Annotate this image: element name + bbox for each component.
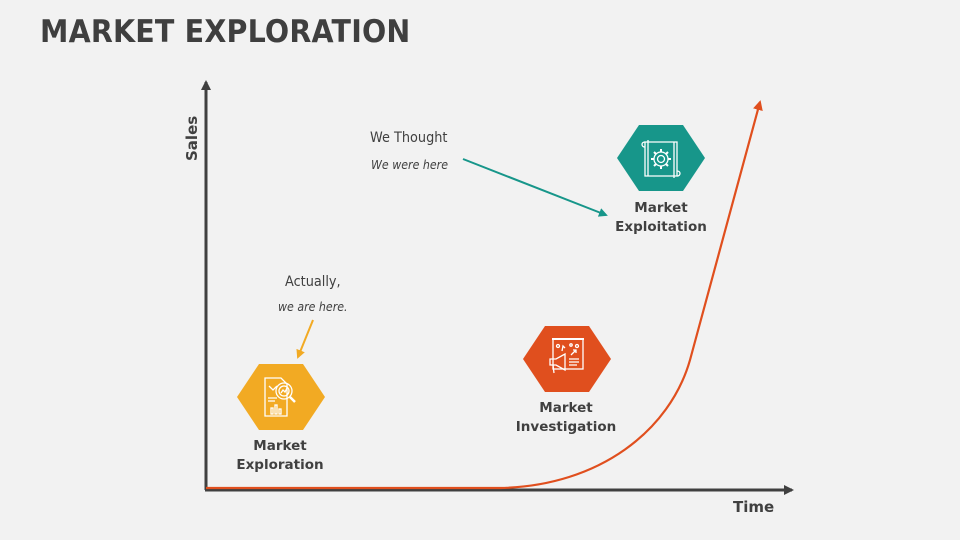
actual-note-sub: we are here. bbox=[278, 300, 348, 314]
growth-curve bbox=[206, 100, 763, 490]
page-title: MARKET EXPLORATION bbox=[40, 14, 411, 50]
investigation-label: Market Investigation bbox=[515, 400, 617, 435]
magnifier-report-icon bbox=[264, 377, 296, 417]
x-axis-label: Time bbox=[733, 498, 775, 516]
thought-arrow bbox=[462, 158, 608, 217]
thought-note-sub: We were here bbox=[371, 158, 449, 172]
gear-blueprint-icon bbox=[641, 140, 681, 178]
actual-arrow bbox=[296, 319, 314, 359]
thought-note-title: We Thought bbox=[370, 130, 448, 146]
exploitation-hexagon bbox=[617, 125, 705, 191]
y-axis-label: Sales bbox=[183, 115, 201, 161]
investigation-hexagon bbox=[523, 326, 611, 392]
exploration-label: Market Exploration bbox=[236, 438, 324, 473]
exploitation-label: Market Exploitation bbox=[615, 200, 707, 235]
megaphone-strategy-board-icon bbox=[549, 338, 584, 374]
actual-note-title: Actually, bbox=[285, 274, 341, 290]
